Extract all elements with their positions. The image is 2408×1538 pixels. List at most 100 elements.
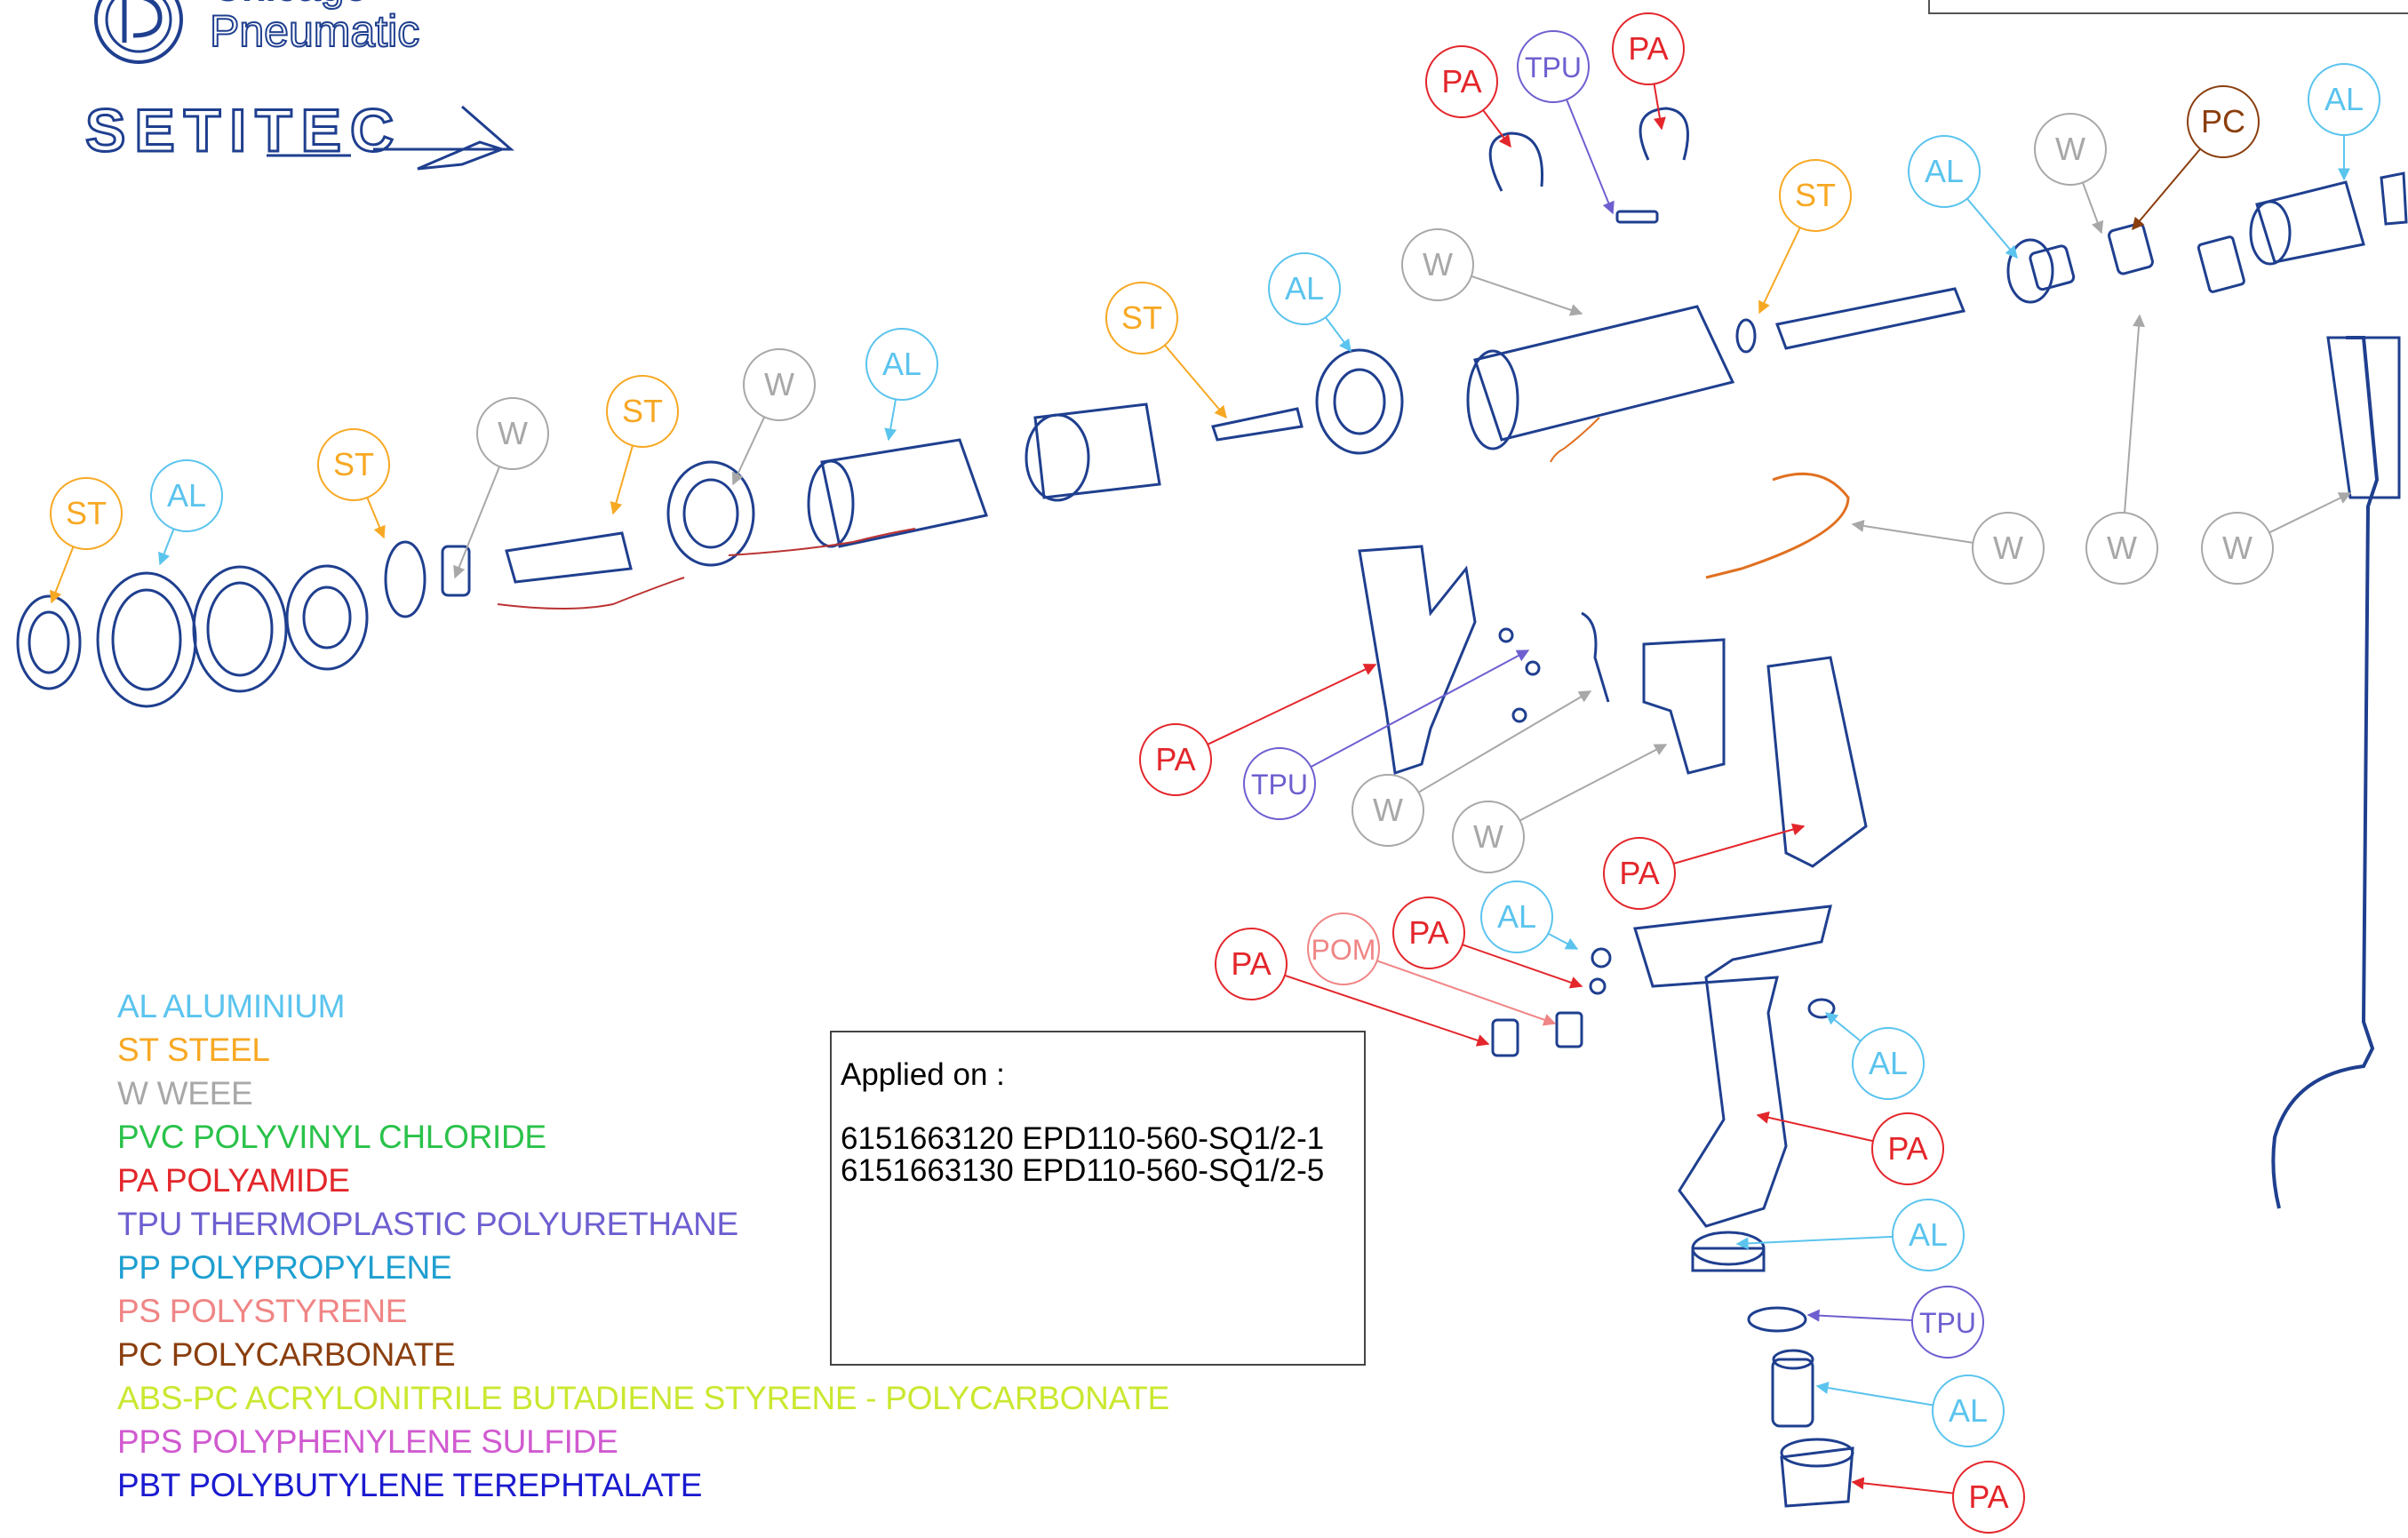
material-callout-tpu: TPU xyxy=(1911,1286,1984,1359)
callout-label: AL xyxy=(2324,81,2364,117)
part-spindle xyxy=(505,531,633,584)
callout-label: AL xyxy=(1497,898,1536,935)
legend-item: PBT POLYBUTYLENE TEREPHTALATE xyxy=(117,1467,703,1503)
callout-circle xyxy=(865,328,938,401)
callout-label: AL xyxy=(1925,153,1964,189)
part-rear-cap xyxy=(1315,348,1404,455)
callout-label: PA xyxy=(1231,945,1271,982)
part-rear-housing xyxy=(2255,180,2365,264)
material-callout-tpu: TPU xyxy=(1517,30,1590,103)
callout-label: ST xyxy=(333,446,374,482)
part-gear-ring xyxy=(666,460,755,567)
material-callout-w: W xyxy=(2034,113,2107,186)
tool-parts xyxy=(16,107,2408,1508)
callout-label: W xyxy=(498,415,528,451)
material-callout-al: AL xyxy=(1932,1375,2005,1447)
callout-label: ST xyxy=(622,393,663,429)
part-stator xyxy=(1033,402,1161,499)
applied-on-title: Applied on : xyxy=(841,1057,1005,1092)
callout-circle xyxy=(1215,928,1288,1000)
callout-leader xyxy=(2132,147,2201,231)
material-callout-al: AL xyxy=(1268,252,1341,325)
material-callout-pa: PA xyxy=(1425,45,1498,118)
callout-label: PA xyxy=(1408,914,1448,951)
callout-circle xyxy=(1612,12,1685,85)
part-clip-right xyxy=(1639,107,1689,161)
callout-label: POM xyxy=(1312,934,1376,966)
material-callout-pc: PC xyxy=(2187,85,2260,158)
callout-leader xyxy=(1824,1012,1862,1042)
legend-item: PVC POLYVINYL CHLORIDE xyxy=(117,1119,546,1155)
callout-label: PA xyxy=(1155,741,1195,777)
material-callout-pa: PA xyxy=(1612,12,1685,85)
callout-leaders xyxy=(50,84,2352,1494)
setitec-logo: SETITEC xyxy=(84,96,514,171)
callout-circle xyxy=(1852,1027,1925,1100)
callout-leader xyxy=(1756,1111,1874,1143)
material-callout-w: W xyxy=(2085,512,2158,585)
part-pom-clip-b xyxy=(1555,1011,1583,1048)
callout-circle xyxy=(1307,912,1380,985)
legend-item: ST STEEL xyxy=(117,1032,270,1068)
material-callout-st: ST xyxy=(1779,159,1852,232)
legend-item: PPS POLYPHENYLENE SULFIDE xyxy=(117,1423,618,1460)
callout-label: W xyxy=(1993,530,2023,566)
callout-leader xyxy=(1207,664,1377,745)
legend-item: AL ALUMINIUM xyxy=(117,988,346,1024)
legend-item: TPU THERMOPLASTIC POLYURETHANE xyxy=(117,1206,738,1242)
callout-leader xyxy=(1966,197,2018,259)
part-motor-housing xyxy=(820,438,988,548)
title-block-frame xyxy=(1928,0,2408,14)
callout-circle xyxy=(1401,228,1474,301)
callout-label: PA xyxy=(1968,1478,2008,1515)
callout-label: PC xyxy=(2201,103,2245,139)
callout-label: ST xyxy=(1795,177,1836,213)
legend-item: PA POLYAMIDE xyxy=(117,1162,350,1199)
callout-circle xyxy=(1871,1112,1944,1185)
callout-leader xyxy=(1462,944,1583,989)
material-callout-pa: PA xyxy=(1139,723,1212,796)
legend-item: PC POLYCARBONATE xyxy=(117,1336,456,1373)
material-callout-st: ST xyxy=(50,477,123,550)
callout-circle xyxy=(476,397,549,470)
callout-leader xyxy=(731,416,766,486)
callout-circle xyxy=(2034,113,2107,186)
callout-leader xyxy=(1566,99,1615,215)
material-callout-st: ST xyxy=(606,375,679,448)
material-callout-w: W xyxy=(1972,512,2045,585)
material-callout-w: W xyxy=(2201,512,2274,585)
callout-circle xyxy=(1352,774,1424,847)
part-shaft xyxy=(1211,407,1304,442)
callout-label: AL xyxy=(1949,1392,1988,1429)
callout-leader xyxy=(2124,314,2146,514)
part-clip-left xyxy=(1488,131,1544,192)
callout-circle xyxy=(150,459,223,532)
material-callout-al: AL xyxy=(1908,135,1981,208)
callout-leader xyxy=(1376,960,1557,1026)
callout-leader xyxy=(1325,316,1352,353)
callout-circle xyxy=(2308,63,2380,136)
part-trigger-board xyxy=(1581,611,1610,703)
callout-leader xyxy=(1653,84,1666,131)
callout-leader xyxy=(1519,744,1668,822)
callout-label: W xyxy=(2055,131,2085,167)
part-oring-front xyxy=(384,540,427,618)
material-callout-pom: POM xyxy=(1307,912,1380,985)
part-small-seal xyxy=(1747,1306,1807,1333)
material-callout-w: W xyxy=(476,397,549,470)
callout-circle xyxy=(50,477,123,550)
callout-label: W xyxy=(2222,530,2253,566)
callout-circle xyxy=(1908,135,1981,208)
callout-leader xyxy=(884,399,897,442)
material-callout-al: AL xyxy=(1852,1027,1925,1100)
material-callout-pa: PA xyxy=(1392,897,1465,969)
callout-label: W xyxy=(1373,792,1403,828)
part-main-body xyxy=(1473,305,1735,442)
callout-circle xyxy=(1972,512,2045,585)
material-callout-pa: PA xyxy=(1603,837,1676,910)
part-sleeve xyxy=(192,565,288,693)
brand-logo: Chicago Pneumatic xyxy=(94,0,420,64)
material-callout-w: W xyxy=(743,348,816,421)
